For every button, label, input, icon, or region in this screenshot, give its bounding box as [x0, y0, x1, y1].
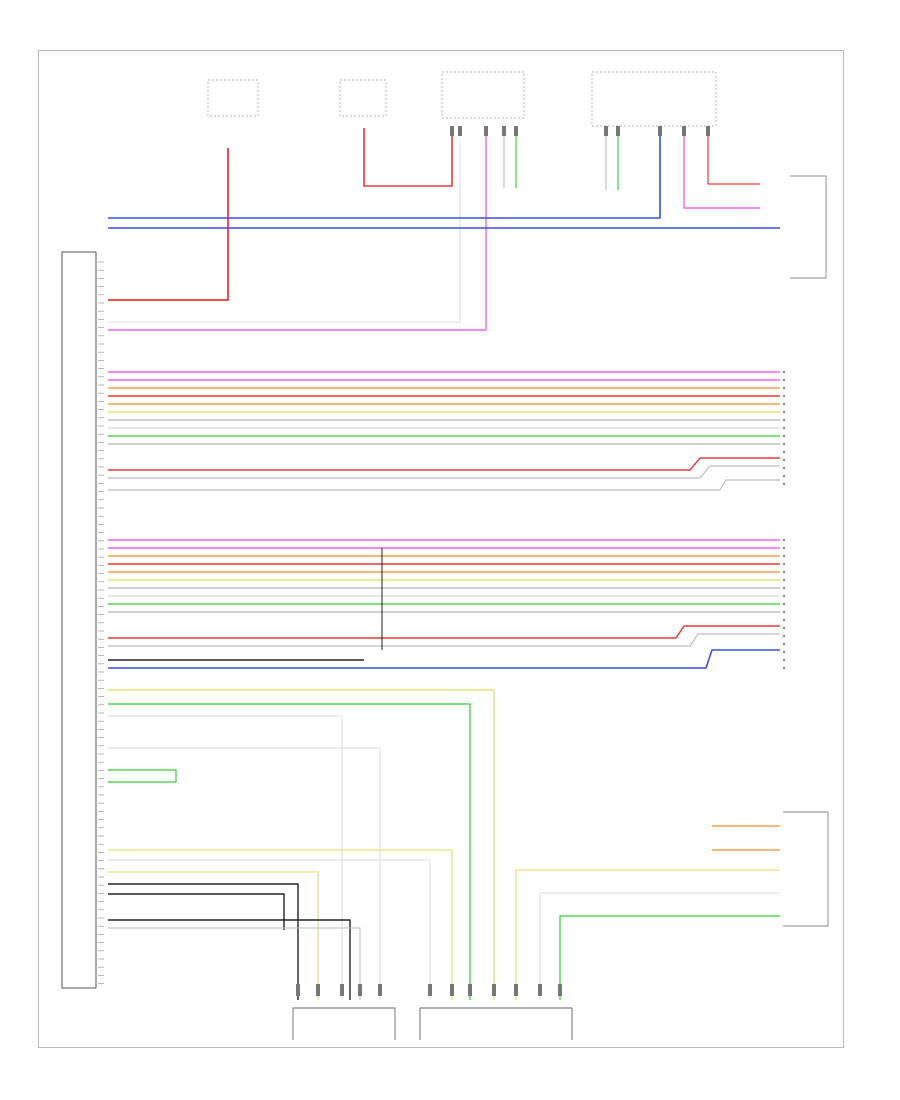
bottom-pin-stub-0 [296, 984, 300, 996]
right-terminal-dot [782, 642, 786, 646]
right-terminal-dot [782, 610, 786, 614]
green-down-wire [108, 703, 471, 1000]
red-loop-wire [363, 128, 453, 187]
top-pin-stub-6 [616, 126, 620, 136]
fuse-box-3 [441, 71, 525, 119]
right-terminal-dot [782, 402, 786, 406]
bottom-pin-stub-1 [316, 984, 320, 996]
gray-right-wire [539, 892, 780, 1000]
fuse-box-1 [207, 79, 259, 117]
right-terminal-dot [782, 538, 786, 542]
bundle2-blue-jog [108, 649, 780, 669]
top-pin-stub-0 [450, 126, 454, 136]
bottom-connector-right [419, 1007, 573, 1040]
right-terminal-dot [782, 394, 786, 398]
right-terminal-dot [782, 618, 786, 622]
right-terminal-dot [782, 626, 786, 630]
right-terminal-dot [782, 474, 786, 478]
right-terminal-dot [782, 370, 786, 374]
top-pin-stub-3 [502, 126, 506, 136]
gray-down-wire-3 [108, 859, 431, 1000]
yellow-down-wire [108, 689, 495, 1000]
bottom-pin-stub-6 [450, 984, 454, 996]
right-terminal-dot [782, 658, 786, 662]
yellow-right-wire [515, 869, 780, 1000]
red-feed-wire [108, 148, 229, 301]
right-terminal-dot [782, 594, 786, 598]
pink-feed-wire [108, 128, 487, 331]
right-terminal-dot [782, 450, 786, 454]
right-terminal-dot [782, 650, 786, 654]
right-terminal-dot [782, 378, 786, 382]
right-terminal-dot [782, 386, 786, 390]
bundle2-red-jog [108, 625, 780, 639]
bottom-pin-stub-7 [468, 984, 472, 996]
bottom-pin-stub-5 [428, 984, 432, 996]
top-pin-stub-5 [604, 126, 608, 136]
bottom-pin-stub-10 [538, 984, 542, 996]
top-pin-stub-2 [484, 126, 488, 136]
top-pin-stub-9 [706, 126, 710, 136]
green-loop-wire [108, 769, 177, 783]
right-terminal-dot [782, 482, 786, 486]
black-down-wire-3 [108, 919, 351, 1000]
right-module-bracket-2 [783, 811, 829, 927]
top-pin-stub-4 [514, 126, 518, 136]
right-terminal-dot [782, 546, 786, 550]
gray-feed-wire [108, 140, 461, 323]
right-terminal-dot [782, 586, 786, 590]
right-terminal-dot [782, 426, 786, 430]
right-terminal-dot [782, 410, 786, 414]
right-terminal-dot [782, 458, 786, 462]
bundle2-gray-jog [108, 633, 780, 647]
yellow-down-wire-3 [108, 871, 319, 1000]
right-module-bracket-1 [790, 175, 827, 279]
pink-top-right-wire [683, 128, 760, 209]
bottom-connector-left [292, 1007, 396, 1040]
bottom-pin-stub-8 [492, 984, 496, 996]
bottom-pin-stub-4 [378, 984, 382, 996]
control-module-box [61, 251, 97, 989]
right-terminal-dot [782, 602, 786, 606]
right-terminal-dot [782, 554, 786, 558]
right-terminal-dot [782, 434, 786, 438]
right-terminal-dot [782, 578, 786, 582]
bottom-pin-stub-9 [514, 984, 518, 996]
gray-down-wire-4 [108, 927, 361, 1000]
right-terminal-dot [782, 634, 786, 638]
bundle1-gray-jog [108, 465, 780, 479]
module-box-top-right [591, 71, 717, 127]
black-down-wire-1 [108, 883, 299, 1000]
black-down-wire-2 [108, 893, 285, 930]
red-top-right-wire [707, 128, 760, 185]
gray-down-wire-1 [108, 715, 343, 1000]
right-terminal-dot [782, 442, 786, 446]
green-right-wire [559, 915, 780, 1000]
right-terminal-dot [782, 562, 786, 566]
top-pin-stub-1 [458, 126, 462, 136]
bottom-pin-stub-11 [558, 984, 562, 996]
bottom-pin-stub-2 [340, 984, 344, 996]
gray-down-wire-2 [108, 747, 381, 1000]
diagram-frame [38, 50, 844, 1048]
right-terminal-dot [782, 666, 786, 670]
bottom-pin-stub-3 [358, 984, 362, 996]
right-terminal-dot [782, 418, 786, 422]
right-terminal-dot [782, 466, 786, 470]
fuse-box-2 [339, 79, 387, 117]
yellow-down-wire-2 [108, 849, 453, 1000]
top-pin-stub-8 [682, 126, 686, 136]
bundle1-gray-jog-2 [108, 479, 780, 491]
bundle1-red-jog [108, 457, 780, 471]
top-pin-stub-7 [658, 126, 662, 136]
blue-can-wire-1 [108, 128, 661, 219]
right-terminal-dot [782, 570, 786, 574]
